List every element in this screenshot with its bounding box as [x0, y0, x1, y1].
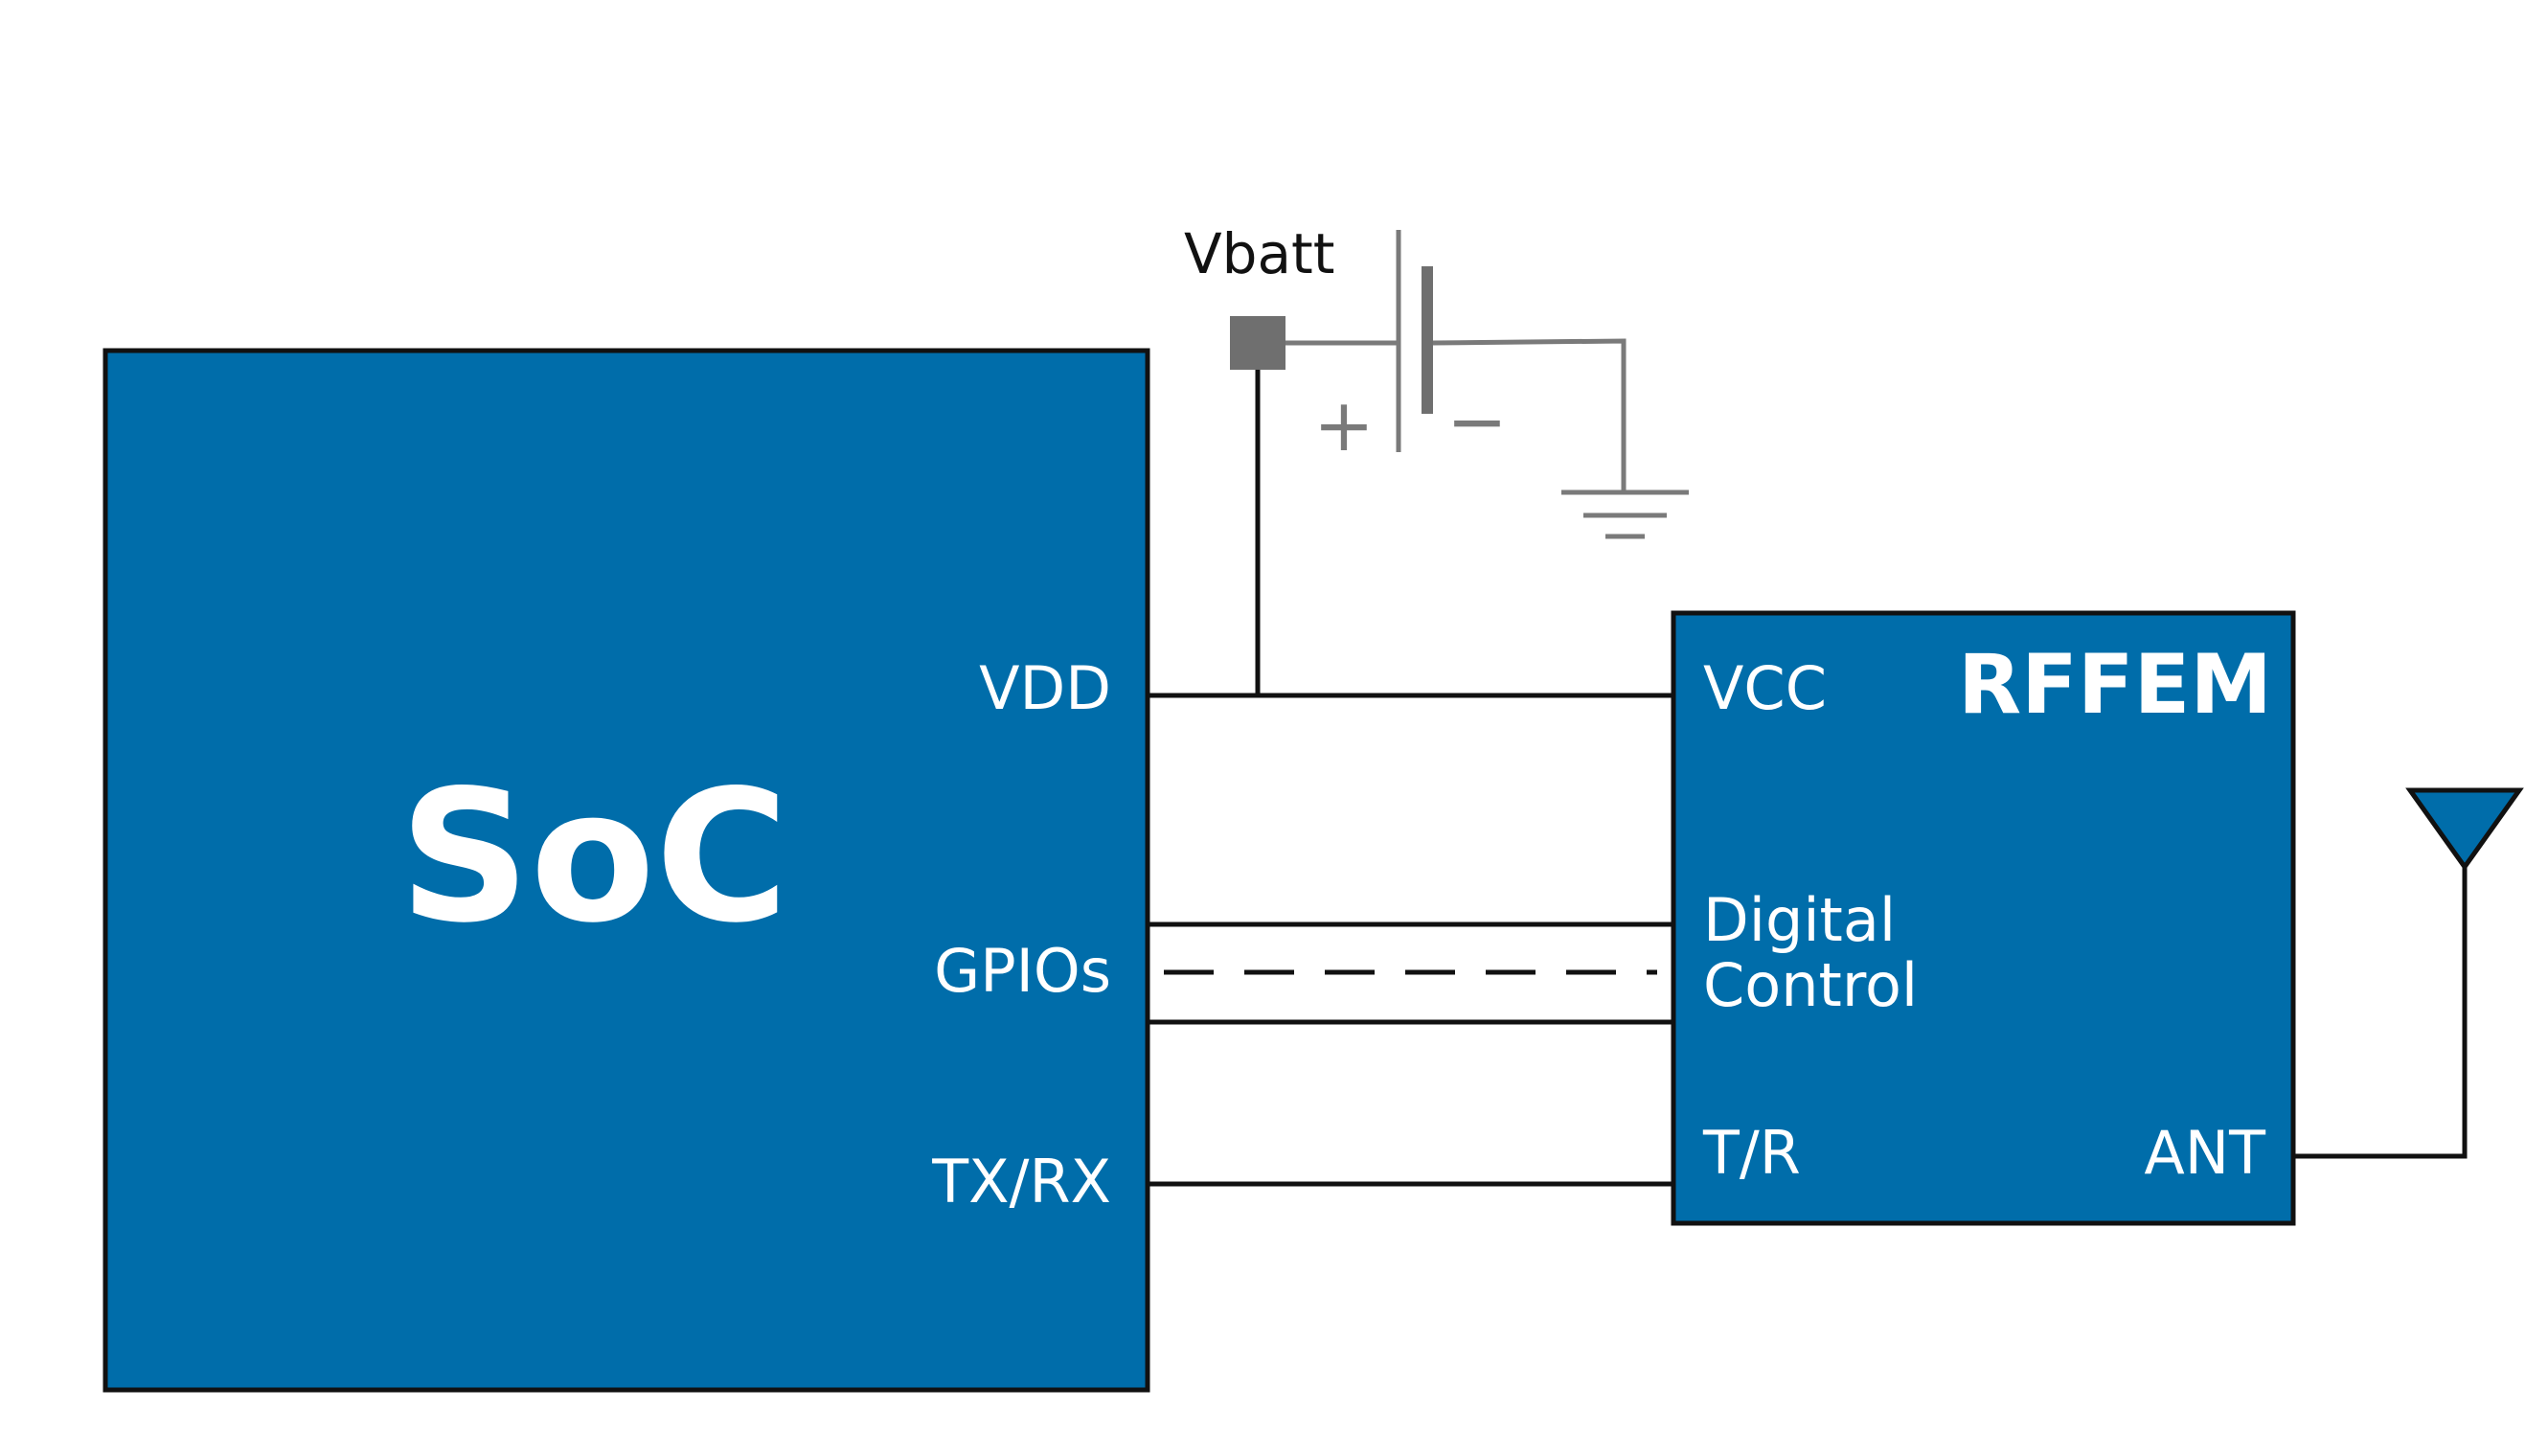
rffem-pin-vcc: VCC [1703, 653, 1827, 723]
battery-icon: Vbatt + − [1184, 221, 1627, 490]
battery-lead-right [1432, 338, 1627, 490]
soc-block [102, 348, 1150, 1393]
ground-icon [1561, 489, 1689, 539]
battery-minus-sign: − [1446, 378, 1508, 464]
vbatt-label: Vbatt [1184, 221, 1335, 286]
soc-title: SoC [399, 751, 789, 963]
rffem-block [1671, 610, 2296, 1226]
rffem-title: RFFEM [1958, 637, 2272, 733]
rffem-pin-tr: T/R [1702, 1118, 1801, 1188]
rffem-pin-digital-line1: Digital [1703, 885, 1896, 955]
rffem-pin-ant: ANT [2144, 1118, 2266, 1188]
ant-wire [2293, 867, 2468, 1159]
soc-pin-vdd: VDD [979, 653, 1111, 723]
battery-plus-sign: + [1313, 382, 1375, 467]
soc-pin-gpios: GPIOs [934, 936, 1111, 1006]
vbatt-node [1230, 316, 1285, 370]
connection-wires [1148, 369, 2468, 1187]
antenna-icon [2405, 787, 2524, 872]
soc-pin-txrx: TX/RX [931, 1147, 1111, 1217]
rffem-pin-digital-line2: Control [1703, 950, 1918, 1020]
